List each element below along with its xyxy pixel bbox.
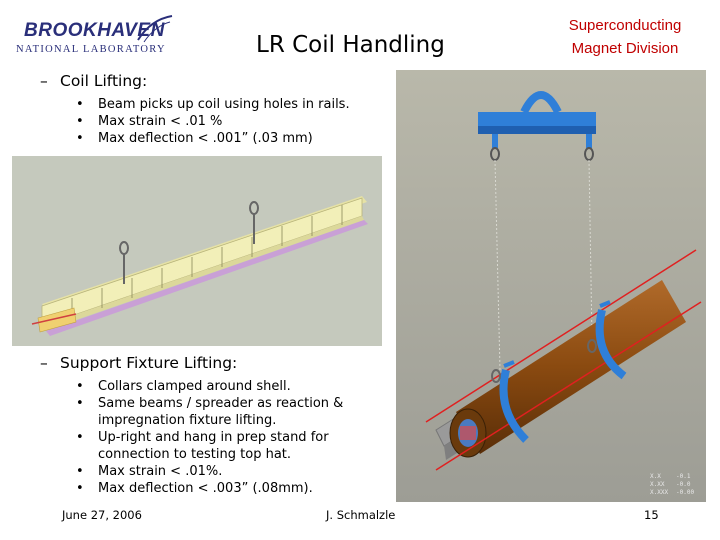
list-item: • Max strain < .01%. (76, 463, 388, 480)
slide-title: LR Coil Handling (256, 32, 445, 58)
support-fixture-drawing: X.X -0.1 X.XX -0.0 X.XXX -0.00 (396, 70, 706, 502)
support-fixture-image: X.X -0.1 X.XX -0.0 X.XXX -0.00 (396, 70, 706, 502)
svg-text:-0.1: -0.1 (676, 473, 691, 480)
svg-text:X.XX: X.XX (650, 481, 665, 488)
bullet-dot: • (76, 114, 84, 129)
list-item-text: Collars clamped around shell. (98, 379, 291, 394)
list-item: • Collars clamped around shell. (76, 378, 388, 395)
svg-text:-0.0: -0.0 (676, 481, 691, 488)
bullet-dot: • (76, 430, 84, 445)
list-item-text: Up-right and hang in prep stand for conn… (98, 430, 329, 462)
page-number: 15 (644, 508, 659, 522)
brookhaven-logo: BROOKHAVEN NATIONAL LABORATORY (16, 14, 176, 58)
heading-dash: – (40, 72, 48, 90)
bullet-dot: • (76, 379, 84, 394)
list-item-text: Max deflection < .001” (.03 mm) (98, 131, 313, 146)
coil-lifting-list: • Beam picks up coil using holes in rails… (76, 96, 396, 147)
footer-author: J. Schmalzle (326, 508, 396, 522)
bullet-dot: • (76, 131, 84, 146)
list-item-text: Max strain < .01 % (98, 114, 223, 129)
list-item: • Max strain < .01 % (76, 113, 396, 130)
list-item-text: Max strain < .01%. (98, 464, 223, 479)
svg-text:-0.00: -0.00 (676, 489, 694, 496)
list-item-text: Max deflection < .003” (.08mm). (98, 481, 313, 496)
svg-text:X.XXX: X.XXX (650, 489, 668, 496)
list-item: • Same beams / spreader as reaction & imp… (76, 395, 388, 429)
svg-text:X.X: X.X (650, 473, 661, 480)
bullet-dot: • (76, 97, 84, 112)
logo-swoosh-icon (137, 15, 173, 43)
list-item: • Max deflection < .003” (.08mm). (76, 480, 388, 497)
division-line-1: Superconducting (568, 17, 682, 34)
bullet-dot: • (76, 464, 84, 479)
logo-main-text: BROOKHAVEN (24, 20, 165, 41)
blue-spreader-bar (478, 91, 596, 161)
lifting-beam-image (12, 156, 382, 346)
lifting-beam-drawing (12, 156, 382, 346)
list-item-text: Beam picks up coil using holes in rails. (98, 97, 350, 112)
division-label: Superconducting Magnet Division (558, 14, 692, 60)
bullet-dot: • (76, 396, 84, 411)
bullet-dot: • (76, 481, 84, 496)
list-item: • Max deflection < .001” (.03 mm) (76, 130, 396, 147)
heading-text: Coil Lifting: (60, 72, 148, 90)
heading-dash: – (40, 354, 48, 372)
section-coil-lifting-heading: –Coil Lifting: (40, 72, 147, 90)
section-support-fixture-heading: –Support Fixture Lifting: (40, 354, 237, 372)
list-item: • Beam picks up coil using holes in rails… (76, 96, 396, 113)
list-item: • Up-right and hang in prep stand for con… (76, 429, 388, 463)
heading-text: Support Fixture Lifting: (60, 354, 238, 372)
list-item-text: Same beams / spreader as reaction & impr… (98, 396, 344, 428)
footer-date: June 27, 2006 (62, 508, 142, 522)
division-line-2: Magnet Division (571, 40, 679, 57)
logo-sub-text: NATIONAL LABORATORY (16, 44, 166, 55)
support-fixture-list: • Collars clamped around shell. • Same bea… (76, 378, 388, 497)
